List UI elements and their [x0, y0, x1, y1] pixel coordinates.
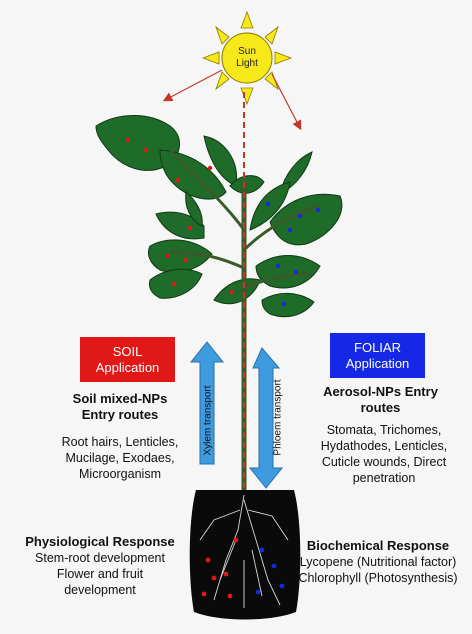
foliar-routes-title: Aerosol-NPs Entry routes — [298, 384, 463, 416]
soil-routes-title-line2: Entry routes — [30, 407, 210, 423]
plant-leaves — [96, 116, 342, 317]
soil-route-line: Mucilage, Exodaes, — [18, 450, 222, 466]
phloem-transport-label: Phloem transport — [273, 378, 284, 458]
foliar-routes-title-line1: Aerosol-NPs Entry — [298, 384, 463, 400]
physiological-line: development — [0, 582, 200, 598]
soil-routes-title: Soil mixed-NPs Entry routes — [30, 391, 210, 423]
foliar-route-line: Cuticle wounds, Direct — [300, 454, 468, 470]
soil-box-line2: Application — [96, 360, 160, 376]
physiological-line: Stem-root development — [0, 550, 200, 566]
foliar-routes-title-line2: routes — [298, 400, 463, 416]
sun-label: Sun Light — [224, 46, 270, 70]
biochemical-line: Lycopene (Nutritional factor) — [284, 554, 472, 570]
soil-route-line: Root hairs, Lenticles, — [18, 434, 222, 450]
foliar-route-line: Stomata, Trichomes, — [300, 422, 468, 438]
physiological-response-title: Physiological Response — [0, 534, 200, 550]
sun-label-line2: Light — [224, 58, 270, 70]
sun-label-line1: Sun — [224, 46, 270, 58]
foliar-route-line: Hydathodes, Lenticles, — [300, 438, 468, 454]
foliar-box-line2: Application — [346, 356, 410, 372]
soil-routes-list: Root hairs, Lenticles, Mucilage, Exodaes… — [18, 434, 222, 482]
foliar-routes-list: Stomata, Trichomes, Hydathodes, Lenticle… — [300, 422, 468, 486]
soil-routes-title-line1: Soil mixed-NPs — [30, 391, 210, 407]
physiological-response-block: Physiological Response Stem-root develop… — [0, 534, 200, 598]
soil-route-line: Microorganism — [18, 466, 222, 482]
soil-box-line1: SOIL — [113, 344, 143, 360]
foliar-box-line1: FOLIAR — [354, 340, 401, 356]
foliar-application-box: FOLIAR Application — [330, 333, 425, 378]
physiological-line: Flower and fruit — [0, 566, 200, 582]
soil-application-box: SOIL Application — [80, 337, 175, 382]
foliar-route-line: penetration — [300, 470, 468, 486]
biochemical-line: Chlorophyll (Photosynthesis) — [284, 570, 472, 586]
biochemical-response-block: Biochemical Response Lycopene (Nutrition… — [284, 538, 472, 586]
biochemical-response-title: Biochemical Response — [284, 538, 472, 554]
